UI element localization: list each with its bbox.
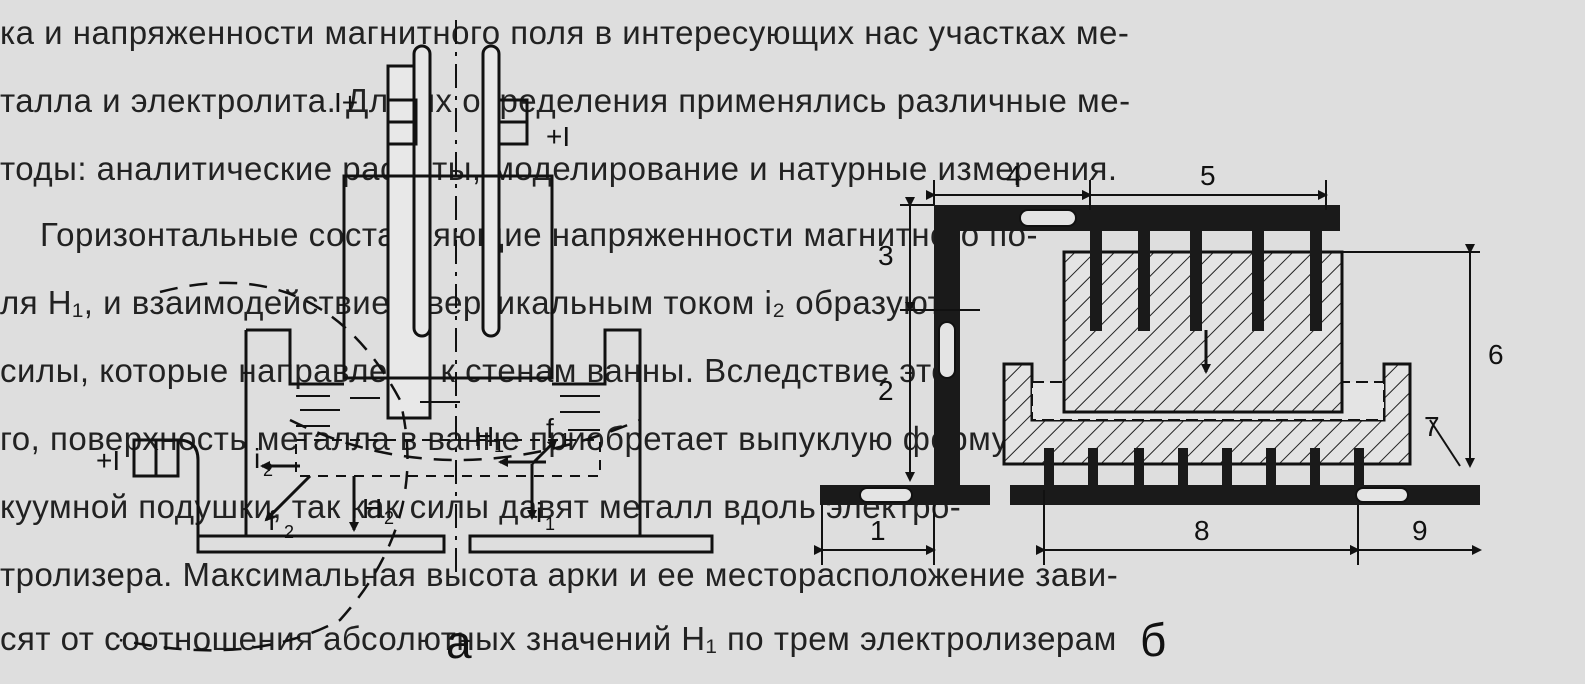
side-conductor [177, 438, 200, 536]
caption-b: б [1140, 614, 1166, 666]
text-line: ка и напряженности магнитного поля в инт… [0, 14, 1130, 51]
text-line: ля H₁, и взаимодействие с вертикальным т… [0, 284, 944, 321]
caption-a: а [446, 616, 472, 668]
dim-label-5: 5 [1200, 160, 1216, 191]
label-current-right-top: +I [546, 121, 570, 152]
text-line: сят от соотношения абсолютных значений H… [0, 620, 1117, 657]
busbar-left [196, 534, 446, 554]
electrolyte-surface [296, 395, 600, 431]
dim-label-4: 4 [1006, 160, 1022, 191]
label-current-left-side: +I [96, 445, 120, 476]
dim-label-3: 3 [878, 240, 894, 271]
figure-a: I+ +I +I H 1 f 1 i 2 f 2 H 2 i 1 а [96, 20, 714, 668]
top-busbar [934, 205, 1340, 231]
dimension-lines [814, 180, 1482, 565]
dim-label-7: 7 [1424, 411, 1440, 442]
current-indicators [859, 209, 1409, 503]
label-H2-sub: 2 [384, 508, 394, 528]
text-line: талла и электролита. Для их определения … [0, 82, 1131, 119]
anode-block [342, 174, 554, 380]
label-H1: H [474, 421, 494, 452]
label-H2: H [362, 493, 382, 524]
label-H1-sub: 1 [494, 436, 504, 456]
text-line: тоды: аналитические расчеты, моделирован… [0, 150, 1118, 187]
text-line: тролизера. Максимальная высота арки и ее… [0, 556, 1119, 593]
anode-block [1062, 250, 1344, 414]
field-line-center [289, 418, 641, 462]
label-f2: f [268, 505, 276, 536]
field-line-left [119, 281, 409, 652]
label-f1: f [546, 413, 554, 444]
cathode-rods [1044, 448, 1364, 486]
metal-pad [295, 439, 601, 477]
bath-outline [246, 328, 642, 536]
force-vectors [260, 438, 558, 532]
dim-label-2: 2 [878, 375, 894, 406]
text-line: силы, которые направлены к стенам ванны.… [0, 352, 962, 389]
dim-label-6: 6 [1488, 339, 1504, 370]
anode-rods [1090, 231, 1322, 331]
dim-label-9: 9 [1412, 515, 1428, 546]
label-i2-sub: 2 [263, 460, 273, 480]
bottom-busbar-right [1010, 485, 1480, 505]
label-i1-sub: 1 [545, 514, 555, 534]
label-f1-sub: 1 [560, 430, 570, 450]
dim-label-1: 1 [870, 515, 886, 546]
anode-bars [386, 44, 529, 420]
busbar-right [468, 534, 714, 554]
label-current-left-top: I+ [334, 87, 358, 118]
label-i1: i [536, 497, 542, 528]
label-f2-sub: 2 [284, 522, 294, 542]
text-line: куумной подушки, так как силы давят мета… [0, 488, 962, 525]
text-line: Горизонтальные составляющие напряженност… [40, 216, 1038, 253]
dim-label-8: 8 [1194, 515, 1210, 546]
label-i2: i [254, 443, 260, 474]
figure-b: 1 2 3 4 5 6 7 8 9 б [814, 160, 1504, 666]
